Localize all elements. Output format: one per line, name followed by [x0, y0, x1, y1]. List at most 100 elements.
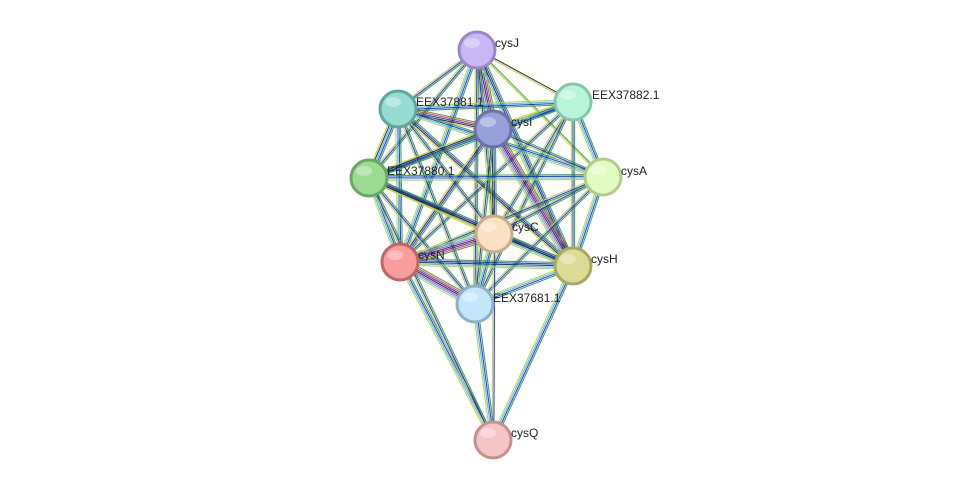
edge-EEX37882.1-EEX37881.1[interactable] — [397, 99, 574, 112]
edge-line-neighborhood — [369, 103, 575, 181]
node-highlight — [462, 292, 478, 302]
node-circle[interactable] — [553, 82, 593, 122]
edge-line-textmining — [397, 127, 492, 261]
node-label-cysA: cysA — [621, 164, 647, 178]
node-circle[interactable] — [349, 158, 389, 198]
edge-line-coexpression — [398, 128, 493, 262]
edge-line-textmining — [367, 178, 493, 441]
edge-line-textmining — [492, 129, 603, 179]
edge-line-textmining — [472, 128, 492, 304]
node-cysH[interactable] — [553, 246, 593, 286]
edge-EEX37681.1-cysQ[interactable] — [472, 303, 496, 441]
edge-line-neighborhood — [401, 50, 480, 264]
node-label-EEX37681.1: EEX37681.1 — [493, 291, 561, 305]
edge-line-cooccurrence — [398, 108, 402, 262]
edge-line-cooccurrence — [397, 108, 495, 235]
node-label-EEX37880.1: EEX37880.1 — [387, 164, 455, 178]
edge-line-cooccurrence — [492, 128, 604, 178]
node-cysN[interactable] — [380, 242, 420, 282]
edge-line-neighborhood — [399, 108, 403, 262]
node-circle[interactable] — [583, 157, 623, 197]
node-circle[interactable] — [457, 30, 497, 70]
edge-cysI-cysA[interactable] — [492, 127, 604, 179]
node-label-cysJ: cysJ — [495, 36, 519, 50]
node-circle[interactable] — [474, 214, 514, 254]
node-label-cysH: cysH — [591, 252, 618, 266]
node-cysC[interactable] — [474, 214, 514, 254]
edge-line-textmining — [397, 262, 492, 442]
node-EEX37882.1[interactable] — [553, 82, 593, 122]
edge-line-cooccurrence — [493, 266, 575, 441]
edge-line-neighborhood — [493, 127, 604, 177]
edge-line-cooccurrence — [398, 107, 574, 266]
edge-line-cooccurrence — [398, 102, 574, 111]
node-highlight — [481, 222, 497, 232]
node-label-EEX37881.1: EEX37881.1 — [416, 95, 484, 109]
node-cysA[interactable] — [583, 157, 623, 197]
edge-cysH-cysQ[interactable] — [490, 264, 576, 442]
node-EEX37880.1[interactable] — [349, 158, 389, 198]
node-circle[interactable] — [473, 420, 513, 460]
edge-line-cooccurrence — [493, 101, 574, 235]
edge-line-neighborhood — [398, 103, 574, 112]
edge-cysA-EEX37681.1[interactable] — [473, 175, 605, 306]
node-cysQ[interactable] — [473, 420, 513, 460]
node-highlight — [480, 117, 496, 127]
node-label-cysI: cysI — [511, 115, 532, 129]
edge-line-textmining — [397, 99, 573, 108]
edge-line-textmining — [491, 233, 494, 441]
edge-line-textmining — [398, 100, 573, 262]
edge-line-databases — [399, 263, 573, 269]
edge-line-coexpression — [368, 127, 493, 178]
node-cysJ[interactable] — [457, 30, 497, 70]
edge-line-textmining — [473, 175, 603, 304]
edge-line-neighborhood — [369, 176, 477, 304]
edge-line-neighborhood — [368, 174, 603, 177]
edge-line-databases — [491, 265, 573, 440]
edge-line-cooccurrence — [368, 177, 494, 441]
edge-EEX37882.1-cysC[interactable] — [492, 100, 575, 236]
edge-line-neighborhood — [494, 102, 575, 236]
node-cysI[interactable] — [473, 109, 513, 149]
edge-cysI-cysH[interactable] — [488, 126, 578, 269]
edge-line-textmining — [369, 178, 604, 181]
node-highlight — [590, 165, 606, 175]
node-circle[interactable] — [473, 109, 513, 149]
edge-line-textmining — [490, 264, 572, 440]
edge-line-neighborhood — [475, 177, 605, 306]
node-circle[interactable] — [455, 284, 495, 324]
edge-line-databases — [473, 304, 493, 441]
nodes-layer — [349, 30, 623, 460]
edge-line-cooccurrence — [474, 128, 494, 305]
node-circle[interactable] — [380, 242, 420, 282]
edge-EEX37880.1-EEX37681.1[interactable] — [367, 176, 477, 306]
edge-line-textmining — [399, 264, 573, 270]
edge-line-gene_fusion — [495, 127, 577, 265]
edge-EEX37882.1-cysH[interactable] — [570, 102, 576, 266]
edge-EEX37881.1-cysC[interactable] — [396, 107, 496, 236]
edge-EEX37880.1-cysA[interactable] — [368, 174, 604, 181]
edge-line-textmining — [492, 100, 573, 234]
edge-line-neighborhood — [400, 258, 574, 264]
node-highlight — [560, 90, 576, 100]
node-EEX37881.1[interactable] — [378, 89, 418, 129]
node-label-cysC: cysC — [512, 220, 539, 234]
node-highlight — [385, 97, 401, 107]
node-circle[interactable] — [553, 246, 593, 286]
edge-cysN-cysH[interactable] — [399, 258, 574, 270]
edge-cysI-cysN[interactable] — [397, 127, 496, 264]
edge-cysC-cysQ[interactable] — [491, 233, 496, 441]
edge-EEX37880.1-cysQ[interactable] — [367, 177, 495, 441]
node-EEX37681.1[interactable] — [455, 284, 495, 324]
node-circle[interactable] — [378, 89, 418, 129]
edge-line-textmining — [396, 110, 572, 269]
edge-line-textmining — [473, 101, 573, 304]
node-label-EEX37882.1: EEX37882.1 — [592, 88, 660, 102]
edge-line-textmining — [367, 48, 477, 178]
node-highlight — [464, 38, 480, 48]
edge-line-neighborhood — [401, 130, 496, 264]
edge-line-databases — [397, 100, 573, 109]
edge-cysI-EEX37880.1[interactable] — [367, 126, 495, 181]
edge-line-coexpression — [492, 128, 574, 267]
edge-line-cooccurrence — [400, 259, 574, 265]
